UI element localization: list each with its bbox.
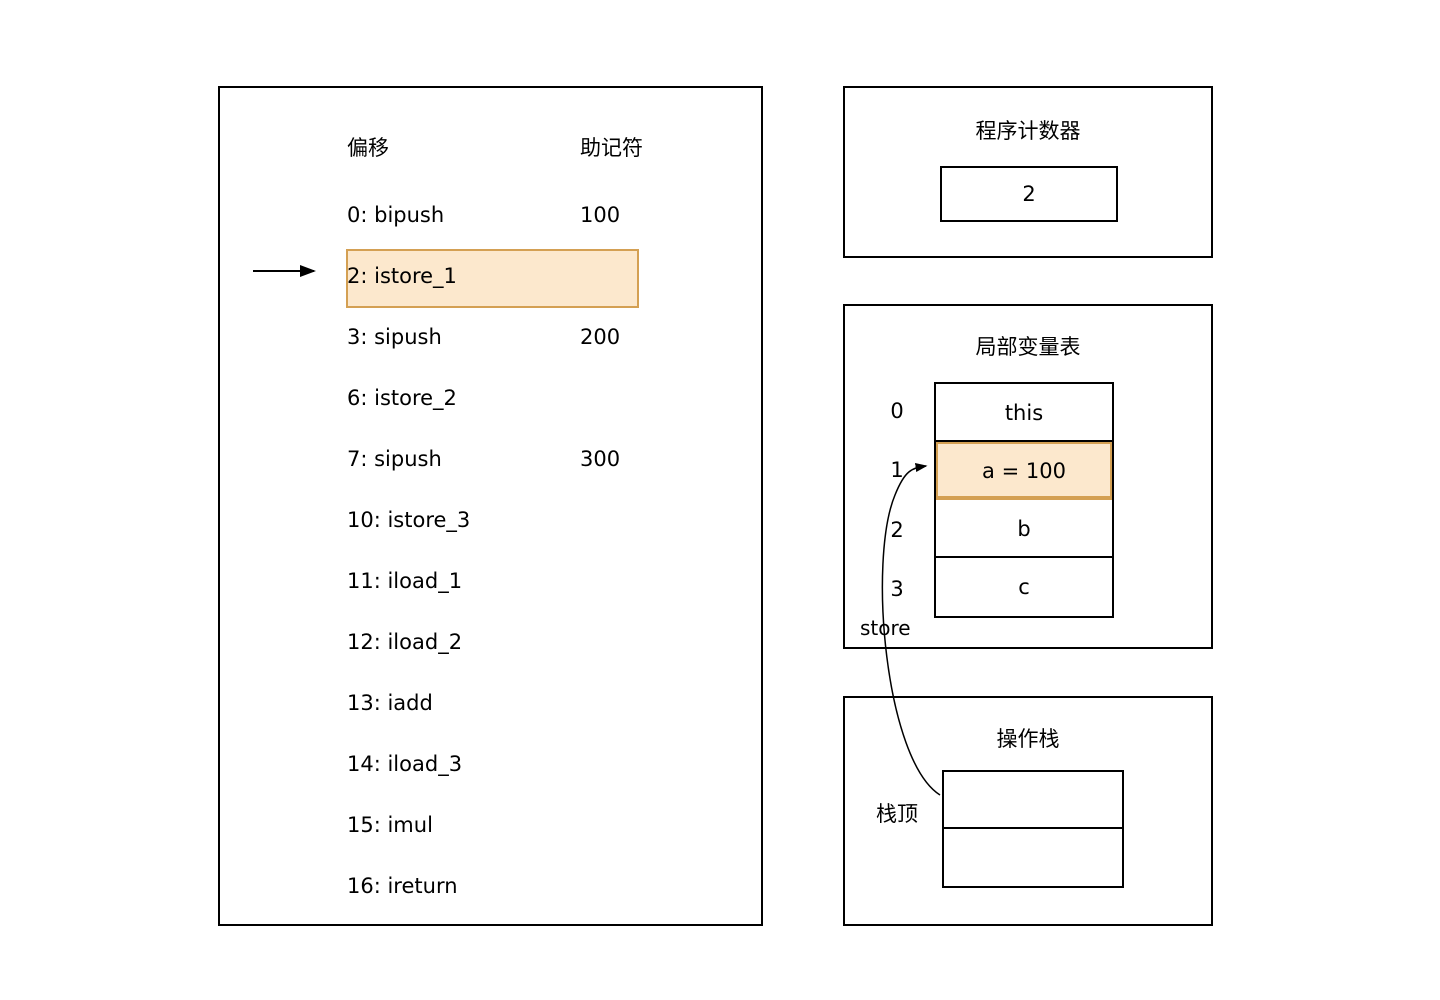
mnemonic-column-header: 助记符: [580, 136, 643, 160]
bytecode-row: 16: ireturn: [220, 856, 761, 917]
local-variable-slot: b: [936, 500, 1112, 558]
program-counter-panel: 程序计数器 2: [843, 86, 1213, 258]
bytecode-row: 0: bipush 100: [220, 185, 761, 246]
bytecode-instruction: 16: ireturn: [347, 874, 458, 898]
bytecode-instruction: 3: sipush: [347, 325, 442, 349]
local-variable-slots: this a = 100 b c: [934, 382, 1114, 618]
bytecode-row: 13: iadd: [220, 673, 761, 734]
bytecode-operand: 100: [580, 203, 621, 227]
bytecode-header-row: 偏移 助记符: [220, 128, 761, 168]
slot-index: 1: [890, 458, 904, 482]
slot-index: 0: [890, 399, 904, 423]
bytecode-instruction: 14: iload_3: [347, 752, 463, 776]
bytecode-row: 3: sipush 200: [220, 307, 761, 368]
stack-top-label: 栈顶: [876, 802, 918, 826]
bytecode-instruction: 0: bipush: [347, 203, 445, 227]
bytecode-instruction: 13: iadd: [347, 691, 433, 715]
stack-slot: [944, 829, 1122, 886]
bytecode-row: 12: iload_2: [220, 612, 761, 673]
bytecode-instruction: 6: istore_2: [347, 386, 457, 410]
operand-stack-panel: 操作栈 栈顶: [843, 696, 1213, 926]
bytecode-instruction: 7: sipush: [347, 447, 442, 471]
bytecode-instruction: 11: iload_1: [347, 569, 463, 593]
bytecode-rows: 0: bipush 100 2: istore_1 3: sipush 200 …: [220, 185, 761, 917]
local-variable-slot-current: a = 100: [936, 442, 1112, 500]
program-counter-title: 程序计数器: [975, 119, 1081, 143]
stack-slot: [944, 772, 1122, 829]
bytecode-row: 7: sipush 300: [220, 429, 761, 490]
slot-index: 2: [890, 518, 904, 542]
bytecode-operand: 200: [580, 325, 621, 349]
bytecode-row-current: 2: istore_1: [220, 246, 761, 308]
bytecode-row: 14: iload_3: [220, 734, 761, 795]
local-variable-slot: this: [936, 384, 1112, 442]
bytecode-row: 10: istore_3: [220, 490, 761, 551]
local-variable-table-panel: 局部变量表 0 1 2 3 this a = 100 b c store: [843, 304, 1213, 649]
offset-column-header: 偏移: [347, 136, 389, 160]
store-operation-label: store: [860, 616, 911, 640]
bytecode-row: 15: imul: [220, 795, 761, 856]
bytecode-listing-panel: 偏移 助记符 0: bipush 100 2: istore_1 3: sipu…: [218, 86, 763, 926]
bytecode-instruction: 15: imul: [347, 813, 433, 837]
local-variable-slot: c: [936, 558, 1112, 616]
bytecode-instruction: 12: iload_2: [347, 630, 463, 654]
slot-index: 3: [890, 577, 904, 601]
bytecode-instruction: 2: istore_1: [347, 264, 457, 288]
bytecode-row: 6: istore_2: [220, 368, 761, 429]
program-counter-value: 2: [940, 166, 1118, 222]
operand-stack-slots: [942, 770, 1124, 888]
operand-stack-title: 操作栈: [996, 727, 1060, 751]
bytecode-row: 11: iload_1: [220, 551, 761, 612]
bytecode-instruction: 10: istore_3: [347, 508, 471, 532]
bytecode-operand: 300: [580, 447, 621, 471]
local-variable-table-title: 局部变量表: [975, 335, 1081, 359]
